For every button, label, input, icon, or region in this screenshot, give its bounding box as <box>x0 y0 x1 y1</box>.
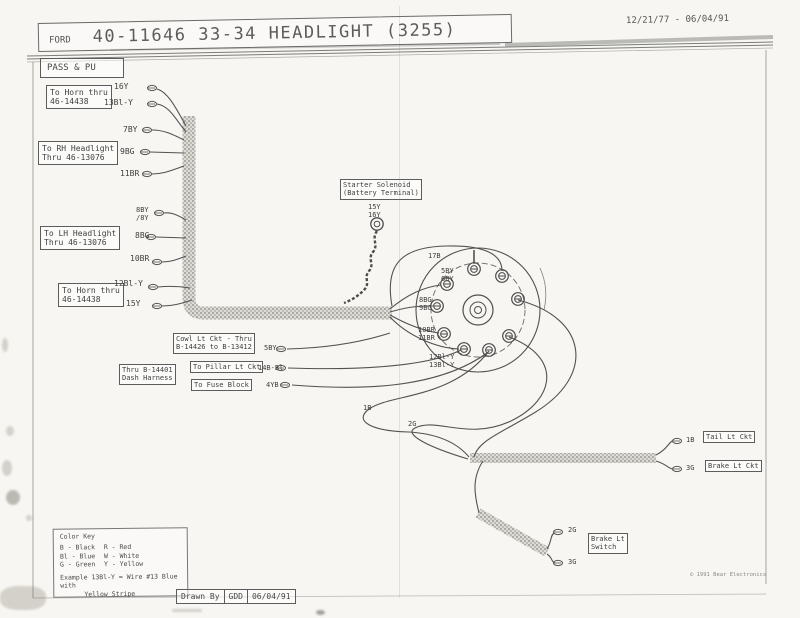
wire-label-15y: 15Y <box>126 299 141 308</box>
drawn-by-date: 06/04/91 <box>251 592 291 601</box>
legend-entry: W - White <box>103 551 140 561</box>
scan-smudge <box>172 609 202 612</box>
callout-line: Thru 46-13076 <box>44 238 107 248</box>
wire-label-line: 5BY <box>441 267 454 275</box>
callout-line: Brake Lt <box>591 535 625 543</box>
wire-label-3g-brake: 3G <box>568 558 577 566</box>
page-border <box>32 50 767 599</box>
scan-smudge <box>2 338 8 352</box>
wire-label-8bg: 8BG <box>135 231 150 240</box>
scan-smudge <box>26 515 32 521</box>
wire-label-1b: 1B <box>686 436 695 444</box>
callout-fuse-block: To Fuse Block <box>191 379 252 392</box>
wire-label-11br: 11BR <box>120 169 140 178</box>
callout-rh-headlight: To RH Headlight Thru 46-13076 <box>38 141 119 166</box>
scan-smudge <box>0 586 46 610</box>
wire-label-line: 13Bl-Y <box>429 361 455 370</box>
wire-label-pair-10br-11br: 10BR 11BR <box>418 326 435 342</box>
wire-label-5by: 5BY <box>264 344 277 352</box>
legend-example: Yellow Stripe <box>84 589 136 599</box>
callout-line: Cowl Lt Ckt - Thru <box>176 335 252 343</box>
scan-smudge <box>316 610 325 615</box>
wire-label-solenoid: 15Y 16Y <box>368 203 381 219</box>
callout-line: To LH Headlight <box>44 229 117 238</box>
callout-line: Dash Harness <box>122 374 173 383</box>
wire-label-2g-brake: 2G <box>568 526 577 534</box>
callout-line: (Battery Terminal) <box>343 189 419 198</box>
wire-label-line: /8Y <box>136 214 149 223</box>
wire-label-pair-12bly-13bly: 12Bl-Y 13Bl-Y <box>429 353 454 369</box>
callout-line: To Horn thru <box>50 88 108 97</box>
wire-label-3g: 3G <box>686 464 695 472</box>
wire-label-16y: 16Y <box>114 82 129 91</box>
wire-label-line: 8BG <box>419 296 432 304</box>
callout-brake-circuit: Brake Lt Ckt <box>705 460 762 473</box>
legend-entry: G - Green <box>59 560 96 569</box>
callout-starter-solenoid: Starter Solenoid (Battery Terminal) <box>340 179 422 200</box>
wire-label-1b-loop: 1B <box>363 404 372 412</box>
scan-smudge <box>6 426 14 436</box>
wire-label-8by: 8BY /8Y <box>136 206 149 222</box>
wire-label-13bly: 13Bl-Y <box>104 98 133 107</box>
legend-example: Example 13Bl-Y = Wire #13 Blue with <box>60 572 178 590</box>
callout-pillar-circuit: To Pillar Lt Ckt <box>190 361 264 374</box>
wire-label-4yb: 4YB <box>266 381 279 389</box>
legend-entry: R - Red <box>103 543 132 552</box>
callout-line: Thru 46-13076 <box>42 153 105 163</box>
wire-label-7by: 7BY <box>123 125 138 134</box>
color-key-legend: Color Key B - Black R - Red Bl - Blue W … <box>52 527 189 599</box>
wire-label-12bly: 12Bl-Y <box>114 279 143 288</box>
drawn-by-bar: Drawn By GDD 06/04/91 <box>176 589 296 604</box>
headlight-switch <box>415 247 547 373</box>
page-fold-line <box>399 6 400 598</box>
solenoid-wire <box>343 217 384 305</box>
callout-cowl-circuit: Cowl Lt Ckt - Thru B-14426 to B-13412 <box>173 333 255 354</box>
wire-label-line: 16Y <box>368 211 381 220</box>
wire-label-10br: 10BR <box>130 254 150 263</box>
header-rules <box>26 35 774 63</box>
wire-label-9bg: 9BG <box>120 147 135 156</box>
copyright-note: © 1991 Bear Electronics <box>690 572 767 578</box>
callout-line: 46-14438 <box>62 295 101 305</box>
wire-label-line: 6BY <box>441 275 454 284</box>
wires <box>149 88 673 564</box>
legend-title: Color Key <box>59 532 96 541</box>
callout-lh-headlight: To LH Headlight Thru 46-13076 <box>40 226 121 251</box>
drawn-by-initials: GDD <box>225 590 248 603</box>
callout-line: Switch <box>591 543 617 552</box>
callout-tail-circuit: Tail Lt Ckt <box>703 431 756 444</box>
scan-smudge <box>2 460 12 476</box>
drawn-by-label: Drawn By <box>177 590 225 603</box>
callout-line: To Horn thru <box>62 286 120 295</box>
wire-label-line: 8BY <box>136 206 149 214</box>
callout-line: B-14426 to B-13412 <box>176 343 252 352</box>
legend-entry: Y - Yellow <box>103 560 144 569</box>
vehicle-tag: PASS & PU <box>40 58 124 78</box>
callout-brake-switch: Brake Lt Switch <box>588 533 628 554</box>
wire-label-line: 10BR <box>418 326 435 334</box>
callout-line: Starter Solenoid <box>343 181 411 189</box>
callout-horn-top: To Horn thru 46-14438 <box>46 85 112 110</box>
wire-label-line: 12Bl-Y <box>429 353 455 361</box>
brand-label: FORD <box>48 34 71 46</box>
wire-label-pair-5by-6by: 5BY 6BY <box>441 267 454 283</box>
wire-label-line: 15Y <box>368 203 381 211</box>
callout-line: To RH Headlight <box>42 144 115 153</box>
wire-label-14bbl: 14B-Bl <box>258 364 284 372</box>
wire-label-2g-loop: 2G <box>408 420 417 428</box>
wire-label-line: 9BG <box>419 304 432 313</box>
page-title: 40-11646 33-34 HEADLIGHT (3255) <box>92 19 457 47</box>
wire-label-line: 11BR <box>418 334 435 343</box>
callout-line: Thru B-14401 <box>122 366 173 374</box>
callout-dash-harness: Thru B-14401 Dash Harness <box>119 364 176 385</box>
wire-label-17b: 17B <box>428 252 441 260</box>
wire-label-pair-8bg-9bg: 8BG 9BG <box>419 296 432 312</box>
harness-bundles <box>182 116 656 557</box>
callout-horn-bottom: To Horn thru 46-14438 <box>58 283 124 308</box>
scan-smudge <box>6 490 20 505</box>
callout-line: 46-14438 <box>50 97 89 107</box>
